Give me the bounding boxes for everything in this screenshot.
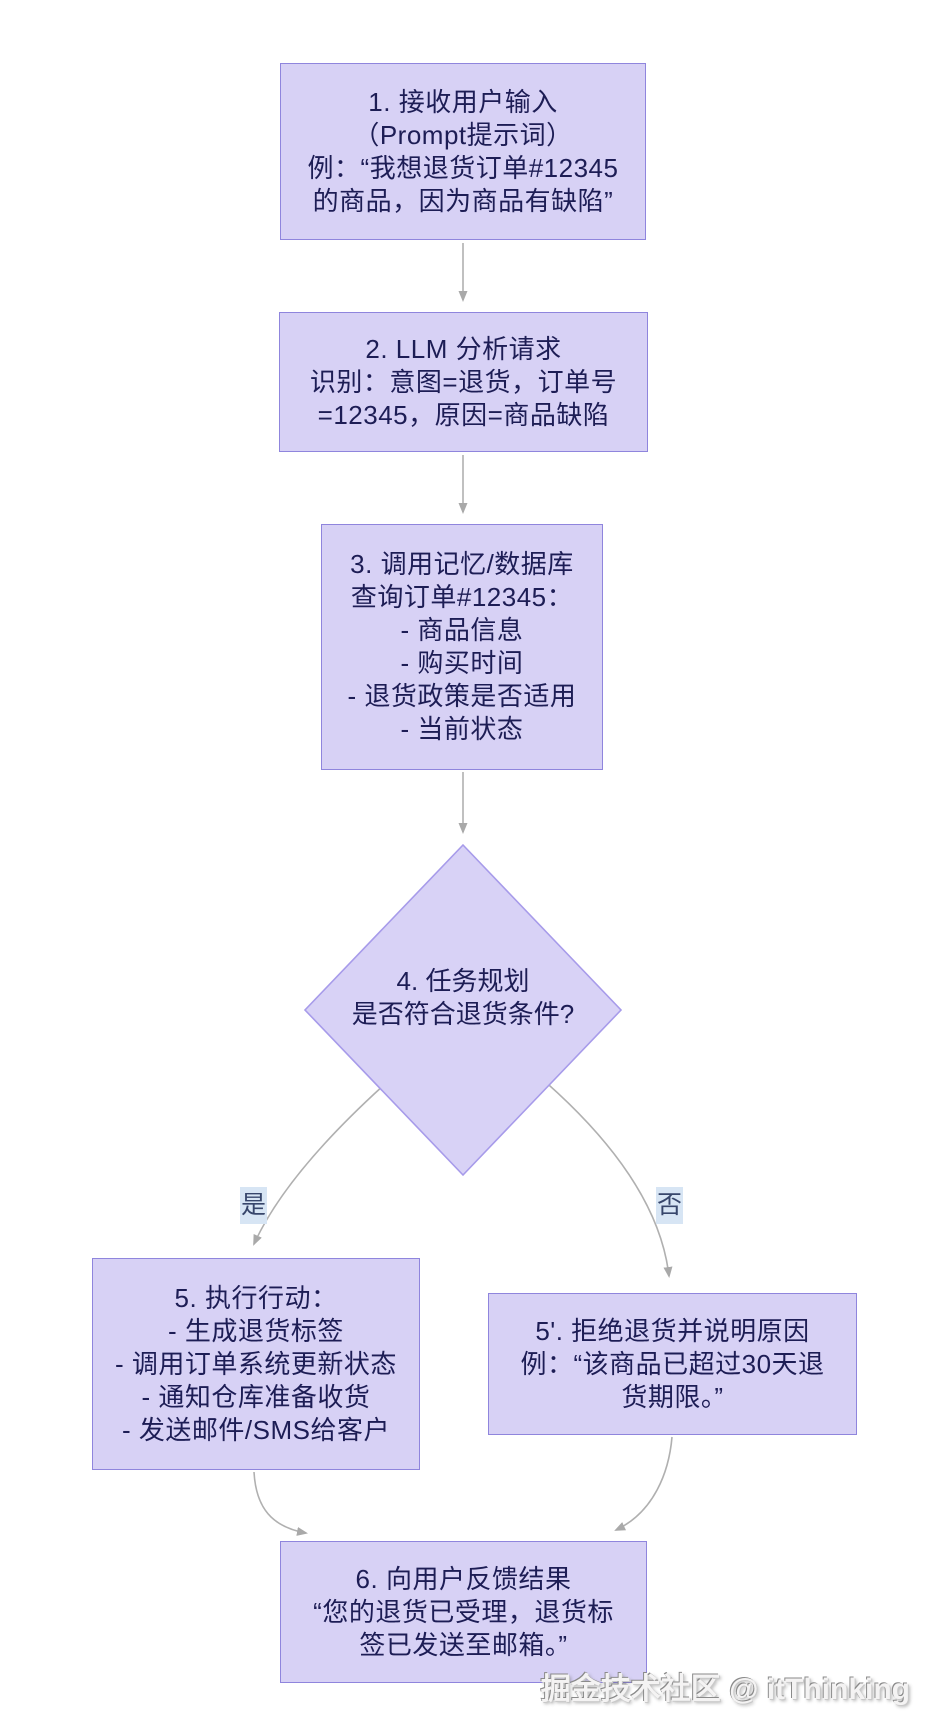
node-line: 签已发送至邮箱。” <box>359 1629 568 1660</box>
node-line: 2. LLM 分析请求 <box>365 333 562 364</box>
node-line: - 商品信息 <box>400 615 524 645</box>
node-reject-return: 5'. 拒绝退货并说明原因 例：“该商品已超过30天退 货期限。” <box>488 1293 857 1435</box>
node-line: 5'. 拒绝退货并说明原因 <box>535 1315 810 1346</box>
branch-label-no: 否 <box>656 1187 683 1224</box>
node-line: - 购买时间 <box>400 648 524 678</box>
node-line: 1. 接收用户输入 <box>368 86 558 117</box>
node-line: 6. 向用户反馈结果 <box>355 1563 572 1594</box>
node-llm-analyze: 2. LLM 分析请求 识别：意图=退货，订单号 =12345，原因=商品缺陷 <box>279 312 648 452</box>
node-line: 例：“我想退货订单#12345 <box>307 152 619 183</box>
node-line: - 当前状态 <box>400 714 524 744</box>
node-line: 5. 执行行动： <box>174 1282 338 1313</box>
node-memory-lookup: 3. 调用记忆/数据库 查询订单#12345： - 商品信息 - 购买时间 - … <box>321 524 603 770</box>
node-receive-input: 1. 接收用户输入 （Prompt提示词） 例：“我想退货订单#12345 的商… <box>280 63 646 240</box>
node-line: 4. 任务规划 <box>396 966 530 996</box>
node-line: （Prompt提示词） <box>353 119 573 150</box>
node-line: - 生成退货标签 <box>168 1315 344 1346</box>
node-line: - 发送邮件/SMS给客户 <box>122 1414 390 1445</box>
node-feedback-result: 6. 向用户反馈结果 “您的退货已受理，退货标 签已发送至邮箱。” <box>280 1541 647 1683</box>
node-decision-text: 4. 任务规划 是否符合退货条件? <box>293 963 633 1033</box>
node-line: - 调用订单系统更新状态 <box>115 1348 397 1379</box>
node-line: 的商品，因为商品有缺陷” <box>312 185 614 216</box>
node-line: 查询订单#12345： <box>350 582 574 612</box>
decision-diamond <box>303 843 623 1177</box>
node-line: 3. 调用记忆/数据库 <box>350 549 574 579</box>
edge-reject-feedback <box>614 1436 673 1531</box>
node-line: 识别：意图=退货，订单号 <box>309 366 618 397</box>
node-line: - 退货政策是否适用 <box>347 681 577 711</box>
node-line: =12345，原因=商品缺陷 <box>317 399 610 430</box>
watermark: 掘金技术社区 @ itThinking <box>540 1673 910 1706</box>
node-line: 例：“该商品已超过30天退 <box>520 1348 825 1379</box>
node-line: 是否符合退货条件? <box>351 999 575 1029</box>
node-line: 货期限。” <box>621 1381 724 1412</box>
node-line: “您的退货已受理，退货标 <box>313 1596 614 1627</box>
edge-decision-no <box>521 1061 673 1278</box>
branch-label-yes: 是 <box>240 1187 267 1224</box>
node-execute-actions: 5. 执行行动： - 生成退货标签 - 调用订单系统更新状态 - 通知仓库准备收… <box>92 1258 420 1470</box>
node-line: - 通知仓库准备收货 <box>141 1381 371 1412</box>
edge-action-feedback <box>253 1471 308 1536</box>
